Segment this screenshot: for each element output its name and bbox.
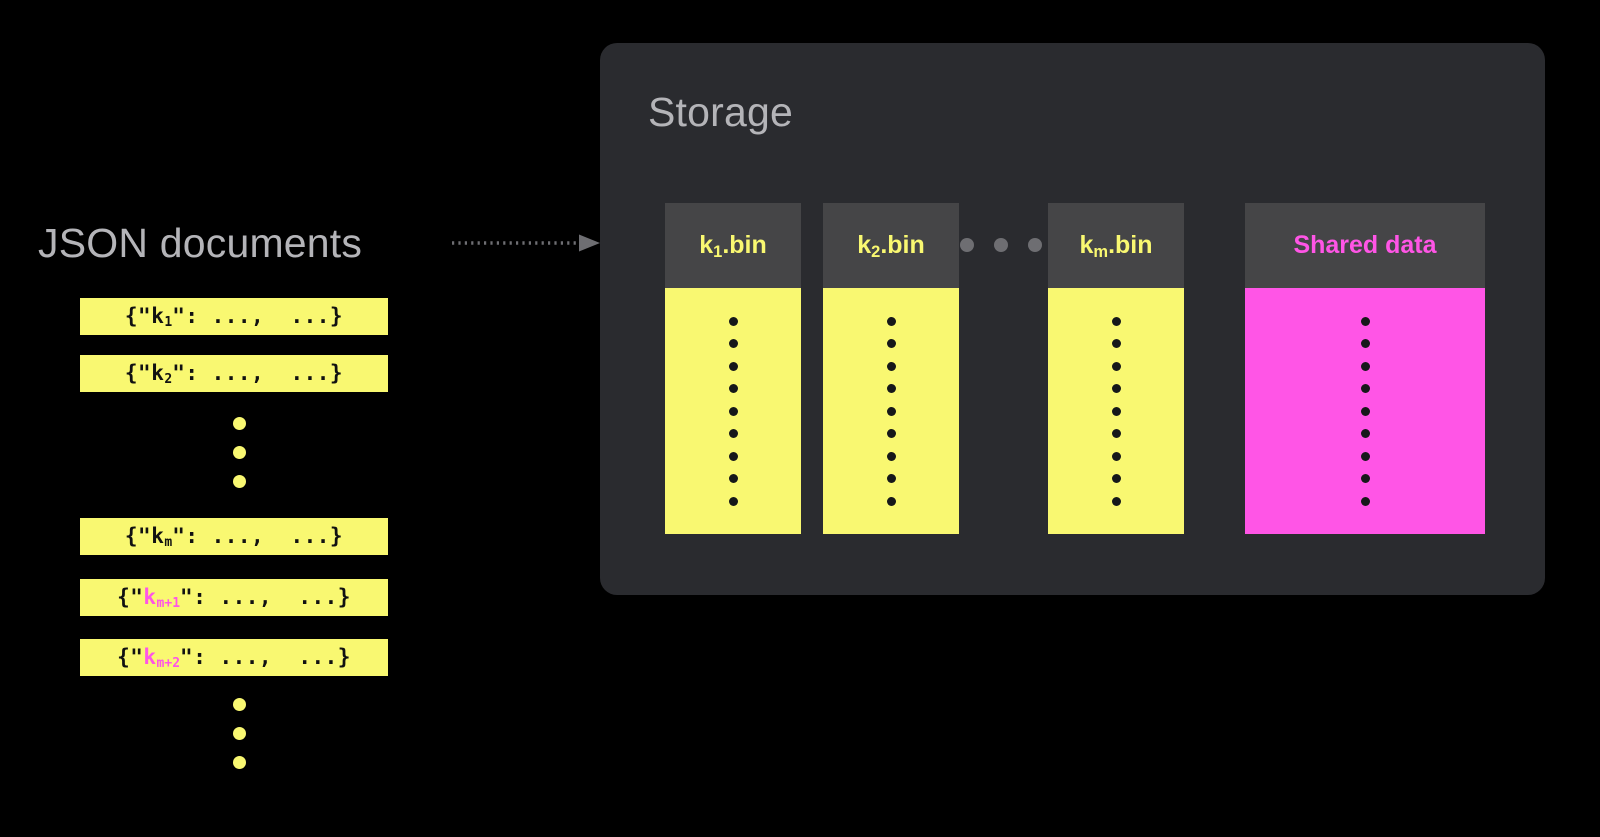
record-dot <box>1111 384 1121 393</box>
json-key: k2 <box>151 361 173 388</box>
storage-bin-body <box>665 288 801 534</box>
page-title-json-documents: JSON documents <box>38 220 363 266</box>
record-dot <box>1360 406 1370 416</box>
storage-bin-header: k1.bin <box>665 203 801 288</box>
record-dot <box>886 384 896 393</box>
record-dot <box>728 474 738 483</box>
record-dot <box>886 429 896 438</box>
storage-bin-header: km.bin <box>1048 203 1184 288</box>
json-document-text: {"km": ..., ...} <box>124 524 344 551</box>
record-dot <box>1111 474 1121 483</box>
json-document-row-k1: {"k1": ..., ...} <box>80 298 388 335</box>
json-document-text: {"k2": ..., ...} <box>124 361 344 388</box>
record-dot <box>728 451 738 461</box>
storage-bin-label: km.bin <box>1079 231 1153 261</box>
storage-bin-shared-data[interactable]: Shared data <box>1245 203 1485 534</box>
record-dot <box>1360 451 1370 461</box>
record-dot <box>728 384 738 393</box>
record-dot <box>886 406 896 416</box>
json-document-text: {"km+2": ..., ...} <box>117 645 351 672</box>
record-dot <box>728 361 738 371</box>
record-dot <box>1360 361 1370 371</box>
storage-bin-k1[interactable]: k1.bin <box>665 203 801 534</box>
json-key-shared: km+1 <box>143 585 181 612</box>
record-dot <box>728 316 738 326</box>
record-dot <box>1111 316 1121 326</box>
storage-bin-body <box>1245 288 1485 534</box>
documents-ellipsis-upper <box>233 417 246 488</box>
documents-ellipsis-lower <box>233 698 246 769</box>
record-dot <box>728 429 738 438</box>
storage-bin-header: Shared data <box>1245 203 1485 288</box>
json-key: km <box>151 524 173 551</box>
storage-bin-body <box>1048 288 1184 534</box>
ellipsis-dot <box>233 417 246 430</box>
record-dot <box>1111 406 1121 416</box>
json-document-row-km2: {"km+2": ..., ...} <box>80 639 388 676</box>
record-dot <box>1360 496 1370 506</box>
record-dot <box>886 474 896 483</box>
storage-bins-ellipsis <box>960 238 1042 252</box>
record-dot <box>886 316 896 326</box>
record-dot <box>1360 429 1370 438</box>
record-dot <box>728 339 738 348</box>
record-dot <box>728 406 738 416</box>
storage-bin-label: k2.bin <box>857 231 925 261</box>
ellipsis-dot <box>1028 238 1042 252</box>
ellipsis-dot <box>233 475 246 488</box>
record-dot <box>1111 339 1121 348</box>
storage-bin-k2[interactable]: k2.bin <box>823 203 959 534</box>
record-dot <box>1360 339 1370 348</box>
ellipsis-dot <box>233 756 246 769</box>
record-dot <box>1111 429 1121 438</box>
record-dot <box>1360 384 1370 393</box>
storage-title: Storage <box>648 89 794 135</box>
ellipsis-dot <box>994 238 1008 252</box>
record-dot <box>1111 361 1121 371</box>
ellipsis-dot <box>233 446 246 459</box>
storage-bin-body <box>823 288 959 534</box>
record-dot <box>1360 316 1370 326</box>
record-dot <box>886 496 896 506</box>
json-document-row-km1: {"km+1": ..., ...} <box>80 579 388 616</box>
record-dot <box>728 496 738 506</box>
json-document-row-k2: {"k2": ..., ...} <box>80 355 388 392</box>
storage-bin-header: k2.bin <box>823 203 959 288</box>
record-dot <box>886 339 896 348</box>
json-document-row-km: {"km": ..., ...} <box>80 518 388 555</box>
storage-panel: Storage k1.bin k2.bin <box>600 43 1545 595</box>
storage-bin-label: Shared data <box>1293 231 1437 259</box>
storage-bin-label: k1.bin <box>699 231 767 261</box>
ellipsis-dot <box>233 727 246 740</box>
record-dot <box>886 451 896 461</box>
json-document-text: {"km+1": ..., ...} <box>117 585 351 612</box>
json-key-shared: km+2 <box>143 645 181 672</box>
json-document-text: {"k1": ..., ...} <box>124 304 344 331</box>
record-dot <box>1111 451 1121 461</box>
record-dot <box>1111 496 1121 506</box>
ellipsis-dot <box>960 238 974 252</box>
flow-arrow-icon <box>452 234 600 252</box>
json-documents-section: JSON documents {"k1": ..., ...} {"k2": .… <box>0 0 600 837</box>
ellipsis-dot <box>233 698 246 711</box>
record-dot <box>1360 474 1370 483</box>
storage-bin-km[interactable]: km.bin <box>1048 203 1184 534</box>
json-key: k1 <box>151 304 173 331</box>
record-dot <box>886 361 896 371</box>
